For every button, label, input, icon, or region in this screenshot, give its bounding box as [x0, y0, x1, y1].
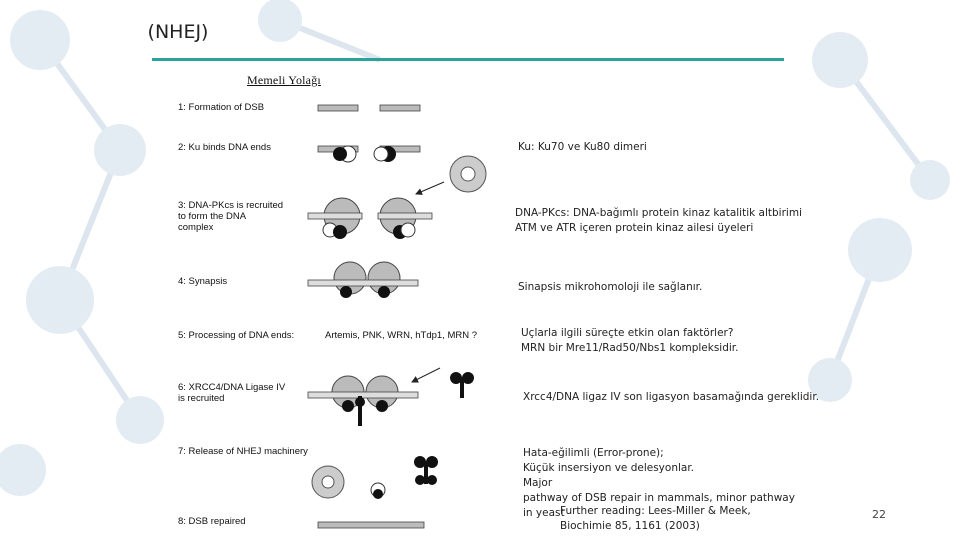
repaired-dna: [317, 521, 425, 529]
title-divider: [152, 58, 784, 61]
pathway-diagram: [307, 104, 487, 529]
ku-bound-ends: [317, 145, 487, 195]
note-synapsis: Sinapsis mikrohomoloji ile sağlanır.: [518, 281, 703, 293]
slide-title: (NHEJ): [140, 14, 216, 50]
step-label-1: 1: Formation of DSB: [178, 102, 265, 113]
note-error-prone: Hata-eğilimli (Error-prone); Küçük inser…: [523, 447, 795, 519]
step-label-3: 3: DNA-PKcs is recruited to form the DNA…: [178, 200, 284, 233]
released-machinery: [311, 456, 438, 499]
dna-pk-complex: [307, 197, 433, 239]
step-label-7: 7: Release of NHEJ machinery: [178, 446, 308, 457]
step-label-8: 8: DSB repaired: [178, 516, 246, 527]
dsb-dna-ends: [317, 104, 421, 112]
synapsis-complex: [307, 261, 419, 298]
note-ku: Ku: Ku70 ve Ku80 dimeri: [518, 141, 647, 153]
note-processing: Uçlarla ilgili süreçte etkin olan faktör…: [521, 327, 739, 354]
nhej-pathway-figure: 1: Formation of DSB 2: Ku binds DNA ends…: [172, 96, 497, 540]
note-ligase: Xrcc4/DNA ligaz IV son ligasyon basamağı…: [523, 391, 820, 403]
further-reading: Further reading: Lees-Miller & Meek, Bio…: [560, 505, 751, 532]
slide-subtitle: Memeli Yolağı: [247, 73, 321, 87]
step-label-4: 4: Synapsis: [178, 276, 228, 287]
page-number: 22: [872, 508, 886, 521]
step-label-2: 2: Ku binds DNA ends: [178, 142, 271, 153]
ligase-complex: [307, 367, 474, 426]
step-label-6: 6: XRCC4/DNA Ligase IV is recruited: [178, 382, 286, 404]
processing-factors: Artemis, PNK, WRN, hTdp1, MRN ?: [325, 330, 478, 341]
step-label-5: 5: Processing of DNA ends:: [178, 330, 295, 341]
note-dna-pkcs: DNA-PKcs: DNA-bağımlı protein kinaz kata…: [515, 207, 802, 234]
